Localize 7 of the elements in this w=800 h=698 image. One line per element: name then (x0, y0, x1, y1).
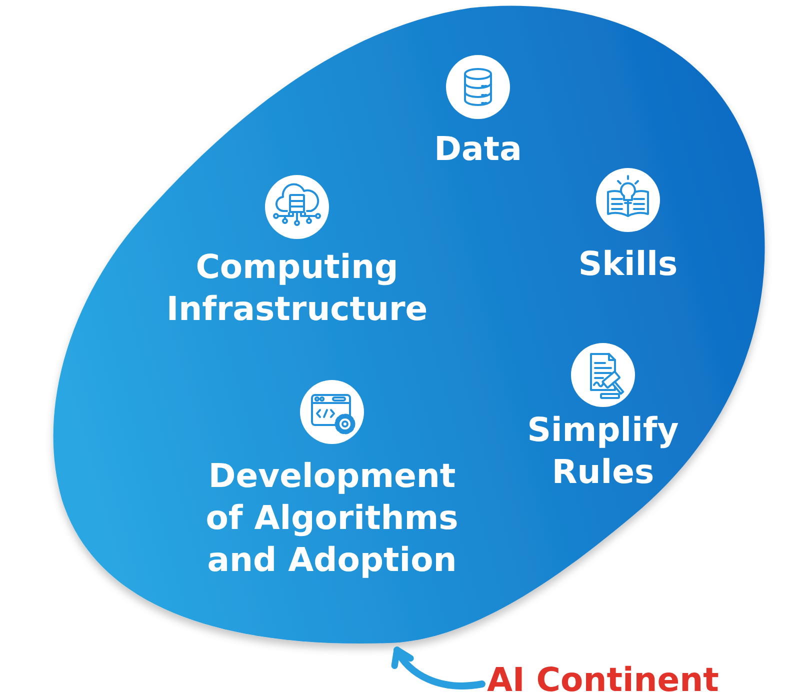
topic-label: Computing Infrastructure (165, 246, 429, 330)
topic-label: Simplify Rules (526, 409, 680, 493)
callout-label: AI Continent (487, 663, 719, 697)
topic-label: Development of Algorithms and Adoption (204, 455, 460, 581)
topic-label: Data (433, 128, 523, 170)
curved-arrow (392, 646, 486, 690)
topic-label: Skills (577, 243, 679, 285)
